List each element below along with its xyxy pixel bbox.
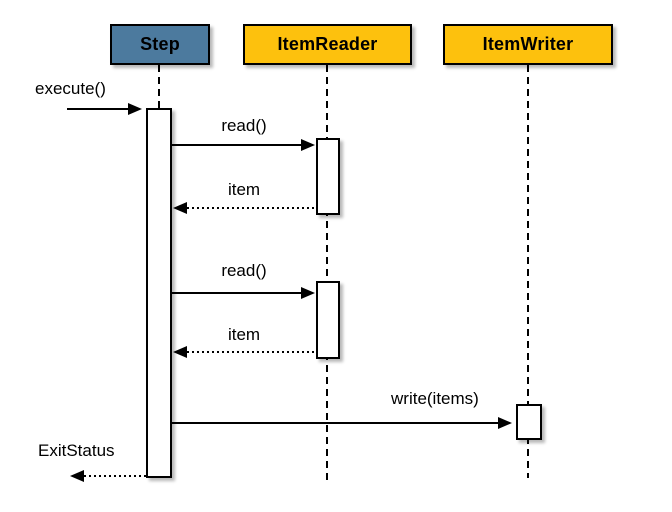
message-line-exitstatus (84, 475, 146, 477)
actor-box-step: Step (110, 24, 210, 65)
actor-box-itemreader: ItemReader (243, 24, 412, 65)
actor-label-step: Step (140, 34, 180, 54)
message-label-exitstatus: ExitStatus (38, 441, 115, 460)
message-label-item-1: item (227, 180, 261, 199)
message-label-execute: execute() (35, 79, 106, 98)
arrowhead-right-icon (128, 103, 142, 115)
actor-label-itemreader: ItemReader (277, 34, 378, 54)
arrowhead-left-icon (173, 346, 187, 358)
activation-bar-itemreader-2 (316, 281, 340, 359)
activation-bar-itemreader-1 (316, 138, 340, 215)
arrowhead-left-icon (70, 470, 84, 482)
lifeline-itemreader (326, 65, 328, 480)
message-line-execute (67, 108, 129, 110)
arrowhead-right-icon (498, 417, 512, 429)
message-line-write-items (172, 422, 499, 424)
arrowhead-right-icon (301, 287, 315, 299)
message-line-read-1 (172, 144, 302, 146)
lifeline-itemwriter (527, 65, 529, 478)
message-label-read-2: read() (221, 261, 267, 280)
actor-label-itemwriter: ItemWriter (482, 34, 574, 54)
arrowhead-right-icon (301, 139, 315, 151)
actor-box-itemwriter: ItemWriter (443, 24, 613, 65)
message-line-item-2 (187, 351, 317, 353)
message-line-read-2 (172, 292, 302, 294)
arrowhead-left-icon (173, 202, 187, 214)
activation-bar-step (146, 108, 172, 478)
message-label-read-1: read() (221, 116, 267, 135)
lifeline-step (158, 65, 160, 110)
message-label-item-2: item (227, 325, 261, 344)
message-label-write-items: write(items) (391, 389, 479, 408)
message-line-item-1 (187, 207, 316, 209)
activation-bar-itemwriter (516, 404, 542, 440)
